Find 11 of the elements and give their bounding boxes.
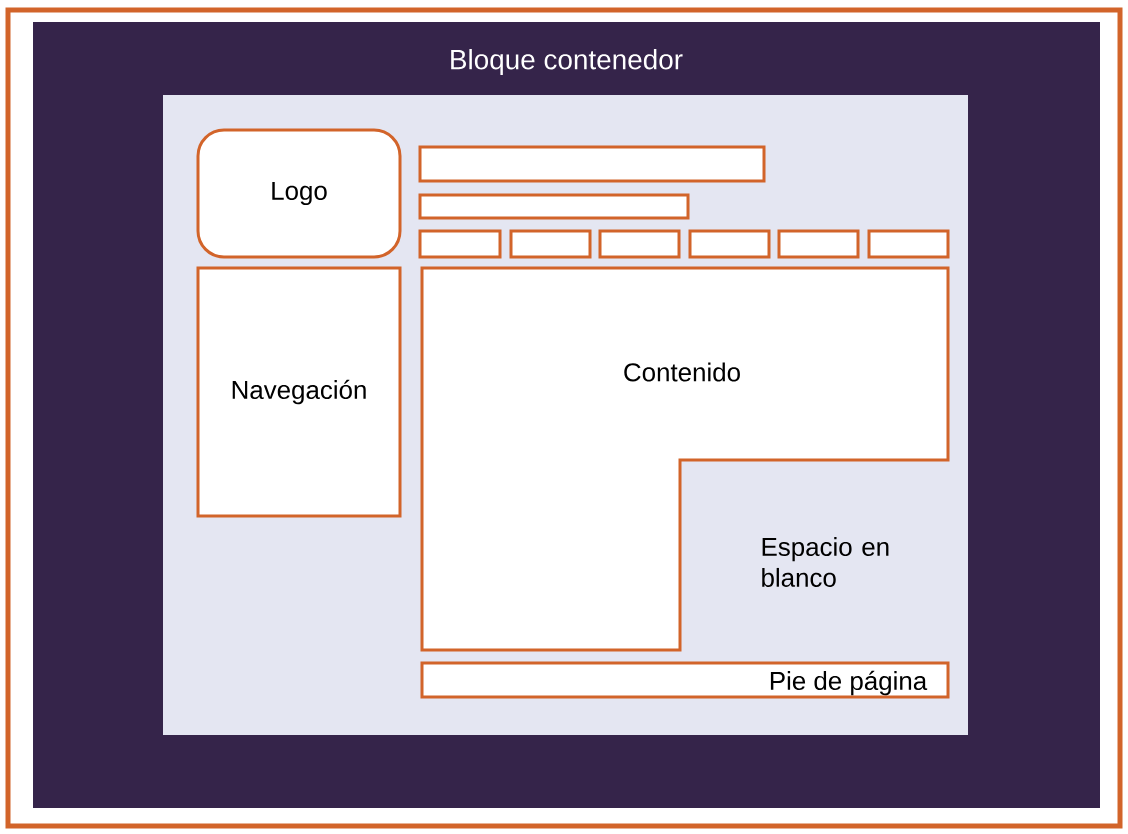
layout-box xyxy=(777,229,860,259)
layout-box xyxy=(867,229,950,259)
section-box: Pie de página xyxy=(420,661,950,699)
layout-box xyxy=(598,229,681,259)
placeholder-box: Logo xyxy=(196,128,402,259)
layout-box xyxy=(418,145,766,183)
layout-box xyxy=(418,229,502,259)
layout-box xyxy=(418,193,690,220)
layout-box xyxy=(509,229,592,259)
section-box: Navegación xyxy=(196,266,402,518)
layout-box xyxy=(688,229,771,259)
